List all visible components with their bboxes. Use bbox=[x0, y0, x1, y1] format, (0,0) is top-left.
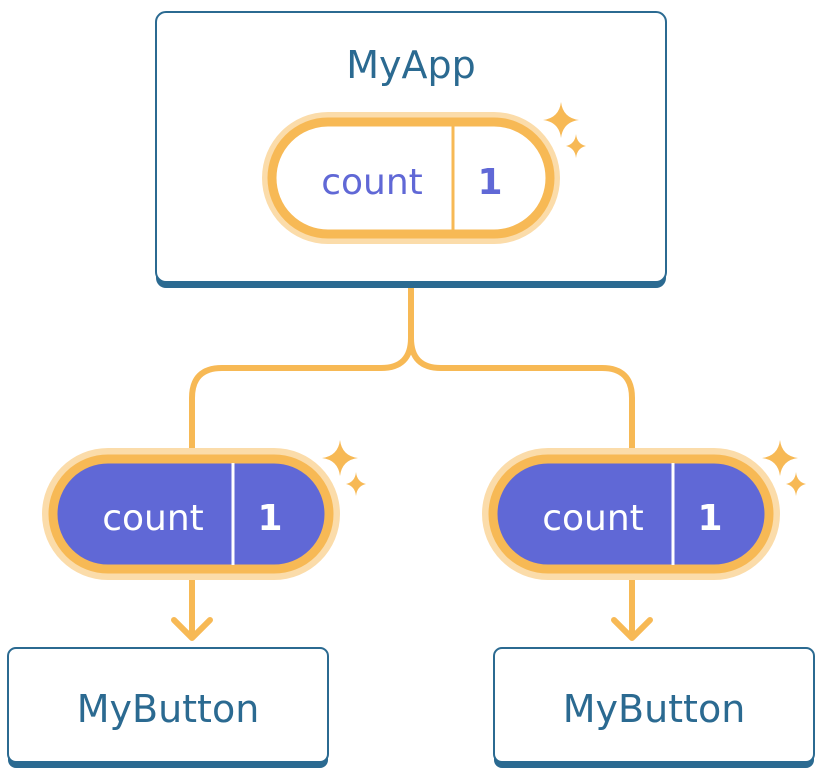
component-mybutton-left: MyButton bbox=[7, 647, 329, 768]
sparkle-icon bbox=[322, 440, 366, 496]
connector-trunk bbox=[189, 285, 414, 451]
prop-name: count bbox=[102, 498, 204, 539]
component-title: MyButton bbox=[563, 687, 746, 731]
component-myapp: MyApp count 1 bbox=[155, 11, 667, 288]
component-box bbox=[493, 647, 815, 763]
state-name: count bbox=[321, 162, 423, 203]
prop-value: 1 bbox=[257, 498, 282, 539]
prop-name: count bbox=[542, 498, 644, 539]
component-box bbox=[7, 647, 329, 763]
state-pill-body bbox=[267, 117, 555, 239]
prop-pill-body bbox=[488, 454, 774, 574]
connector-right-branch bbox=[408, 335, 635, 451]
prop-pill-left: count 1 bbox=[42, 448, 340, 580]
state-value: 1 bbox=[477, 162, 502, 203]
component-mybutton-right: MyButton bbox=[493, 647, 815, 768]
arrow-down-icon bbox=[171, 617, 213, 641]
connectors bbox=[171, 285, 653, 641]
component-title: MyButton bbox=[77, 687, 260, 731]
state-pill-root: count 1 bbox=[262, 112, 560, 244]
prop-pill-body bbox=[48, 454, 334, 574]
sparkle-icon bbox=[762, 440, 806, 496]
arrow-down-icon bbox=[611, 617, 653, 641]
component-title: MyApp bbox=[346, 43, 476, 87]
sparkle-icon bbox=[543, 102, 586, 158]
prop-value: 1 bbox=[697, 498, 722, 539]
prop-pill-right: count 1 bbox=[482, 448, 780, 580]
